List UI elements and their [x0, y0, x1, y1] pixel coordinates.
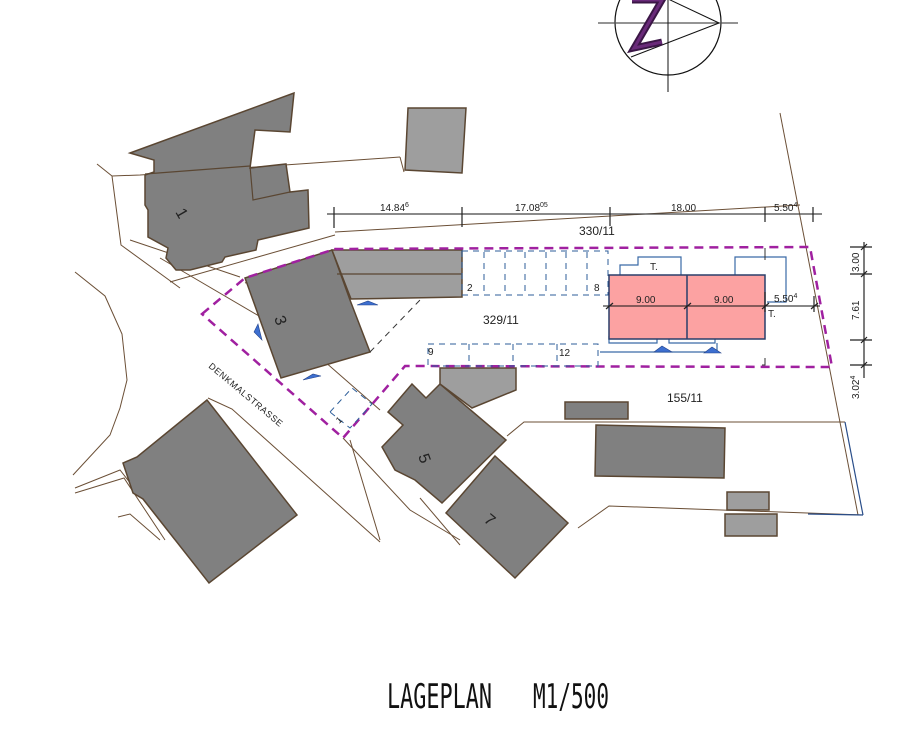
- dim-side-3: 3.024: [850, 376, 862, 399]
- parcel-label-site: 329/11: [483, 313, 519, 327]
- new-building: [608, 274, 766, 340]
- north-arrow-icon: [598, 0, 738, 92]
- top-dimension-chain: [327, 207, 822, 228]
- building-1: [127, 91, 310, 271]
- parking-spaces: [329, 250, 609, 429]
- building-3: [244, 249, 371, 379]
- terrace-label-2: T.: [768, 309, 776, 320]
- existing-buildings: [122, 91, 778, 585]
- site-boundary: [200, 245, 834, 440]
- building-lower-left: [122, 398, 299, 585]
- dim-side-2: 7.61: [851, 300, 862, 320]
- dim-top-3: 18.00: [671, 203, 696, 214]
- dim-top-1: 14.846: [380, 202, 409, 214]
- dim-top-2: 17.0805: [515, 202, 548, 214]
- drawing-title: LAGEPLAN: [387, 677, 492, 717]
- dim-building-3: 5.504: [774, 293, 797, 305]
- parking-number-8: 8: [594, 283, 600, 294]
- parcel-label-upper: 330/11: [579, 224, 615, 238]
- dim-top-4: 5.504: [774, 202, 797, 214]
- dim-building-2: 9.00: [714, 295, 734, 306]
- dim-side-1: 3.00: [851, 252, 862, 272]
- building-dimension-chain: [603, 292, 820, 312]
- building-5: [381, 382, 508, 505]
- drawing-scale: M1/500: [533, 677, 609, 717]
- parking-number-1: 1: [334, 415, 344, 426]
- dim-building-1: 9.00: [636, 295, 656, 306]
- parking-number-2: 2: [467, 283, 473, 294]
- side-dimension-chain: [850, 242, 872, 378]
- parcel-label-lower: 155/11: [667, 391, 703, 405]
- entrance-arrows: [253, 300, 722, 381]
- parking-number-9: 9: [428, 347, 434, 358]
- terrace-label-1: T.: [650, 262, 658, 273]
- parking-number-12: 12: [559, 348, 571, 359]
- building-7: [444, 454, 570, 580]
